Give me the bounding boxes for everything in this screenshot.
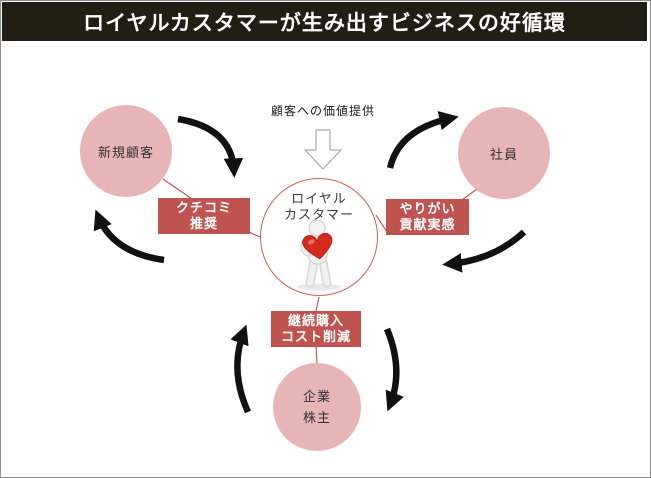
person-holding-heart-icon [297, 220, 341, 291]
down-block-arrow-shape [304, 129, 342, 170]
cycle-arrow-center-to-employees-icon [386, 111, 459, 169]
label-word-of-mouth: クチコミ 推奨 [158, 198, 250, 234]
label-repeat-purchase: 継続購入 コスト削減 [271, 311, 361, 347]
label-fulfillment: やりがい 貢献実感 [386, 199, 469, 235]
heart-icon [302, 233, 333, 260]
page-title: ロイヤルカスタマーが生み出すビジネスの好循環 [83, 11, 566, 35]
label-fulfillment-line2: 貢献実感 [399, 217, 456, 232]
cycle-arrow-newcustomers-to-center-icon [177, 115, 244, 178]
node-company-label-line1: 企業 [302, 389, 331, 404]
node-company-label-line2: 株主 [302, 410, 331, 425]
node-employees: 社員 [458, 107, 550, 199]
value-caption: 顧客への価値提供 [270, 104, 375, 118]
connector-newcustomers-label [162, 178, 193, 200]
cycle-arrow-company-to-center-icon [230, 324, 251, 414]
connector-center-label-bottom [315, 296, 320, 312]
label-repeat-purchase-line1: 継続購入 [287, 313, 344, 328]
cycle-arrow-center-to-newcustomers-icon [93, 209, 165, 264]
label-fulfillment-line1: やりがい [399, 201, 456, 216]
node-company-shareholders: 企業 株主 [273, 363, 361, 451]
loyal-customer-label-line2: カスタマー [283, 207, 354, 222]
cycle-arrow-center-to-company-icon [383, 327, 404, 412]
node-new-customers-label: 新規顧客 [97, 144, 154, 160]
loyal-customer-label-line1: ロイヤル [291, 191, 347, 206]
node-new-customers: 新規顧客 [80, 105, 172, 197]
label-repeat-purchase-line2: コスト削減 [280, 329, 351, 344]
label-word-of-mouth-line2: 推奨 [189, 216, 218, 231]
cycle-arrow-employees-to-center-icon [442, 229, 527, 273]
node-loyal-customer: ロイヤル カスタマー [260, 178, 378, 296]
down-block-arrow-icon [304, 129, 342, 170]
connector-label-company [315, 346, 318, 364]
loyal-customer-label: ロイヤル カスタマー [284, 191, 354, 223]
label-word-of-mouth-line1: クチコミ [175, 200, 232, 215]
node-employees-label: 社員 [489, 146, 518, 162]
title-bar: ロイヤルカスタマーが生み出すビジネスの好循環 [2, 2, 647, 41]
